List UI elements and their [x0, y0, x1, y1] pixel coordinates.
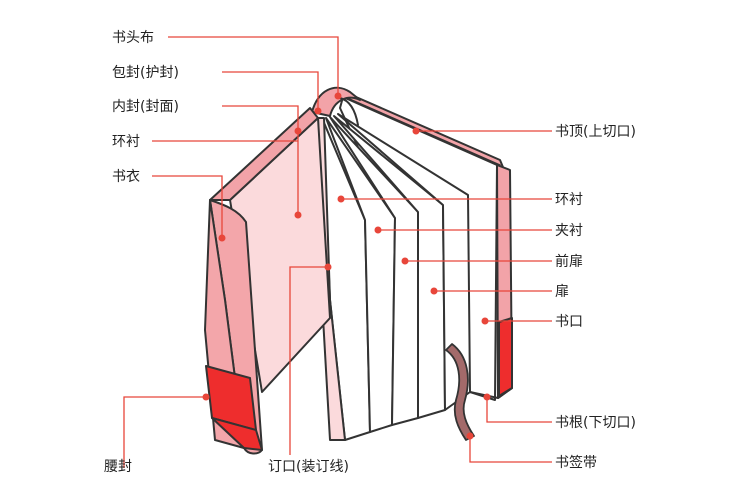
label-interleaf: 夹衬: [555, 223, 583, 239]
ribbon: [445, 343, 475, 441]
front-cover-top-edge: [209, 107, 319, 201]
labels: 书头布 包封(护封) 内封(封面) 环衬 书衣 书顶(上切口) 环衬 夹衬 前扉…: [104, 30, 636, 475]
spine-curve: [311, 86, 361, 117]
leaders: [123, 36, 552, 468]
label-bottom-edge: 书根(下切口): [555, 415, 636, 431]
label-title-page: 扉: [555, 284, 569, 300]
right-band: [498, 317, 513, 397]
label-inner-cover: 内封(封面): [112, 99, 179, 115]
label-belly-band: 腰封: [104, 459, 132, 475]
headband-curve: [339, 97, 359, 126]
label-endpaper-right: 环衬: [555, 192, 583, 208]
label-fore-edge: 书口: [555, 314, 583, 330]
label-gutter: 订口(装订线): [268, 459, 349, 475]
label-headband: 书头布: [112, 30, 154, 46]
book-drawing: [204, 86, 513, 455]
label-book-cloth: 书衣: [112, 169, 140, 185]
label-frontispiece: 前扉: [555, 253, 583, 270]
label-endpaper-left: 环衬: [112, 134, 140, 150]
label-ribbon-marker: 书签带: [555, 454, 597, 471]
label-book-jacket: 包封(护封): [112, 65, 179, 81]
label-top-edge: 书顶(上切口): [555, 124, 636, 140]
belly-band-bottom: [211, 417, 263, 451]
